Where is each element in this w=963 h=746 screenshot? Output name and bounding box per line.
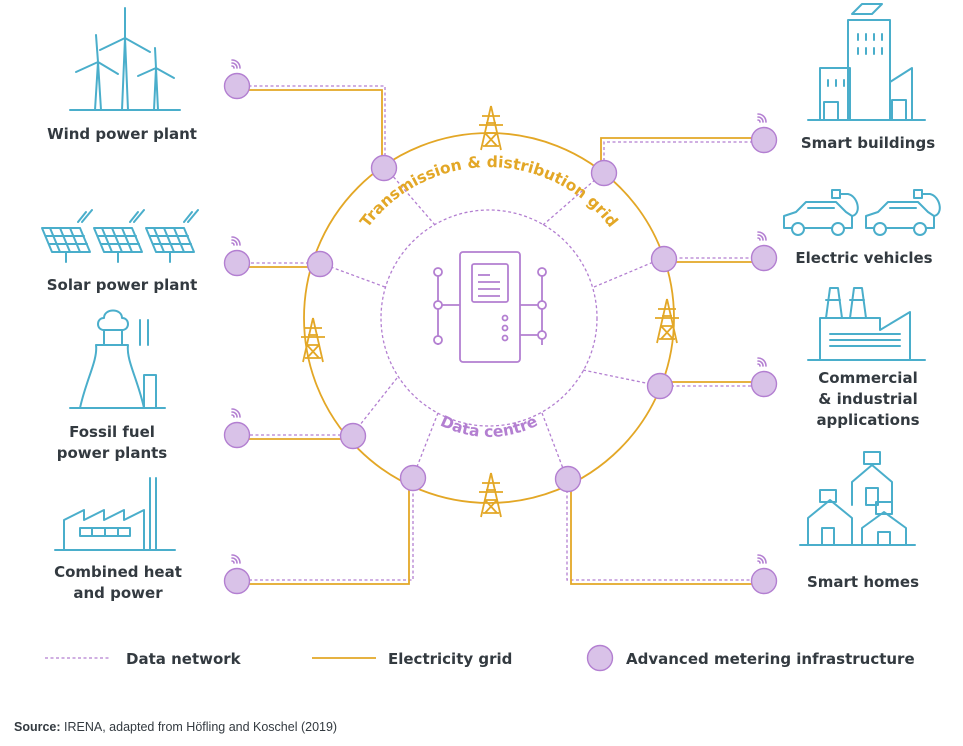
ami-meter-industry bbox=[750, 370, 778, 398]
legend-data-network-label: Data network bbox=[126, 650, 242, 668]
ami-node-ring bbox=[399, 464, 427, 492]
ami-node-ring bbox=[650, 245, 678, 273]
legend: Data network Electricity grid Advanced m… bbox=[45, 644, 915, 672]
chp-label-line1: Combined heat bbox=[54, 563, 182, 581]
source-caption: Source: IRENA, adapted from Höfling and … bbox=[14, 720, 337, 734]
smart-building-icon bbox=[807, 3, 926, 121]
industry-label-line3: applications bbox=[816, 411, 919, 429]
ami-node-ring bbox=[590, 159, 618, 187]
wifi-icon bbox=[757, 554, 767, 564]
source-prefix: Source: bbox=[14, 720, 61, 734]
wind-power-label: Wind power plant bbox=[47, 125, 197, 143]
ami-node-ring bbox=[554, 465, 582, 493]
power-plant-icon bbox=[69, 309, 166, 409]
legend-ami-label: Advanced metering infrastructure bbox=[626, 650, 915, 668]
wifi-icon bbox=[757, 231, 767, 241]
ami-meter-ev bbox=[750, 244, 778, 272]
chp-label-line2: and power bbox=[73, 584, 163, 602]
data-centre-label-path: Data centre bbox=[438, 412, 541, 441]
solar-power-label: Solar power plant bbox=[47, 276, 198, 294]
pylon-icon-left bbox=[301, 317, 325, 363]
ami-node-ring bbox=[306, 250, 334, 278]
wind-turbine-icon bbox=[69, 7, 181, 111]
electric-car-icon bbox=[783, 189, 941, 236]
ami-node-ring bbox=[646, 372, 674, 400]
legend-electricity-grid-label: Electricity grid bbox=[388, 650, 512, 668]
ami-meter-solar bbox=[223, 249, 251, 277]
factory-icon bbox=[54, 477, 176, 551]
smart-buildings-label: Smart buildings bbox=[801, 134, 935, 152]
wifi-icon bbox=[231, 408, 241, 418]
electric-vehicles-label: Electric vehicles bbox=[795, 249, 932, 267]
fossil-fuel-label-line2: power plants bbox=[57, 444, 168, 462]
industry-label-line2: & industrial bbox=[818, 390, 917, 408]
pylon-icon-bottom bbox=[479, 472, 503, 518]
wifi-icon bbox=[757, 357, 767, 367]
industry-icon bbox=[807, 287, 926, 361]
server-rack-icon bbox=[433, 251, 547, 363]
smart-homes-icon bbox=[799, 451, 916, 546]
ami-node-ring bbox=[339, 422, 367, 450]
ami-meter-homes bbox=[750, 567, 778, 595]
data-network-lines bbox=[238, 85, 763, 581]
pylon-icon-right bbox=[655, 298, 679, 344]
source-text: IRENA, adapted from Höfling and Koschel … bbox=[64, 720, 338, 734]
ami-meter-fossil bbox=[223, 421, 251, 449]
ami-meter-chp bbox=[223, 567, 251, 595]
data-centre-label: Data centre bbox=[438, 412, 541, 441]
pylon-icon-top bbox=[479, 105, 503, 151]
wifi-icon bbox=[231, 236, 241, 246]
smart-homes-label: Smart homes bbox=[807, 573, 919, 591]
legend-ami-swatch bbox=[586, 644, 614, 672]
ami-node-ring bbox=[370, 154, 398, 182]
ami-meter-buildings bbox=[750, 126, 778, 154]
industry-label-line1: Commercial bbox=[818, 369, 917, 387]
ami-meter-wind bbox=[223, 72, 251, 100]
wifi-icon bbox=[231, 554, 241, 564]
wifi-icon bbox=[757, 113, 767, 123]
wifi-icon bbox=[231, 59, 241, 69]
fossil-fuel-label-line1: Fossil fuel bbox=[69, 423, 155, 441]
solar-panel-icon bbox=[41, 209, 199, 263]
